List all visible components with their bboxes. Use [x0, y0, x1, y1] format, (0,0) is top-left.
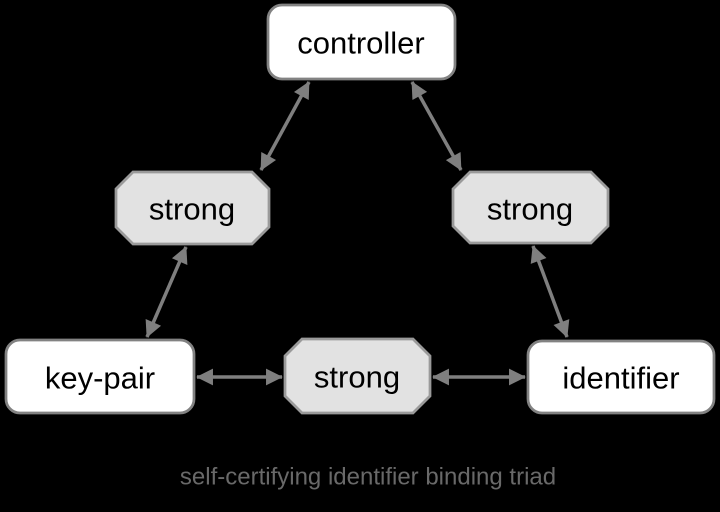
- edge-controller-strong-right: [410, 81, 463, 171]
- node-strong-left: [114, 170, 271, 246]
- node-strong-right: [451, 170, 610, 245]
- edge-strong-left-key-pair: [145, 246, 188, 338]
- node-identifier-label: identifier: [562, 361, 679, 396]
- edge-strong-right-identifier: [530, 245, 570, 338]
- node-strong-right-label: strong: [487, 192, 573, 227]
- node-key-pair: [4, 338, 196, 415]
- node-identifier: [526, 339, 716, 415]
- node-strong-bottom: [283, 337, 432, 415]
- diagram-caption: self-certifying identifier binding triad: [180, 464, 556, 491]
- node-strong-left-label: strong: [149, 192, 235, 227]
- node-strong-bottom-label: strong: [314, 360, 400, 395]
- node-controller: [266, 3, 457, 81]
- node-key-pair-label: key-pair: [45, 361, 155, 396]
- node-controller-label: controller: [297, 26, 425, 61]
- edge-controller-strong-left: [259, 81, 311, 171]
